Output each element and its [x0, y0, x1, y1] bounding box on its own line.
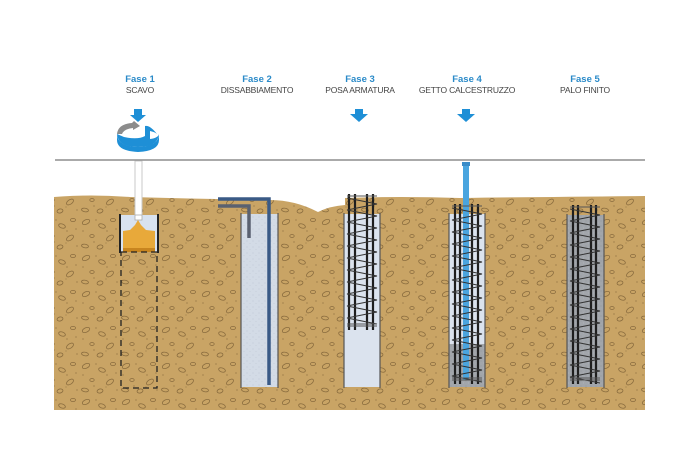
phase-1-header: Fase 1 SCAVO: [70, 74, 210, 96]
bentonite-filled-hole: [241, 214, 278, 387]
rebar-spiral: [451, 207, 483, 383]
rebar-spiral: [346, 197, 378, 325]
phase-2-label: DISSABBIAMENTO: [220, 85, 294, 95]
phase-5-finished-pile: [566, 205, 605, 388]
phase-4-header: Fase 4 GETTO CALCESTRUZZO: [397, 74, 537, 96]
phase-1-title: Fase 1: [125, 74, 155, 85]
phase-4-title: Fase 4: [452, 74, 482, 85]
down-arrow-icon: [457, 109, 475, 122]
phase-4-concrete-pour: [448, 109, 486, 388]
phase-2-desanding: [218, 197, 279, 388]
planned-pile-outline: [120, 251, 158, 389]
phase-2-title: Fase 2: [242, 74, 272, 85]
down-arrow-icon: [350, 109, 368, 122]
phase-5-title: Fase 5: [570, 74, 600, 85]
kelly-bar: [134, 160, 143, 217]
phase-3-rebar-placement: [343, 109, 381, 388]
phase-5-header: Fase 5 PALO FINITO: [515, 74, 655, 96]
phase-3-label: POSA ARMATURA: [325, 85, 395, 95]
phase-3-title: Fase 3: [345, 74, 375, 85]
rotating-drill-arrow-icon: [117, 109, 159, 152]
airlift-pipe: [218, 197, 271, 385]
phase-4-label: GETTO CALCESTRUZZO: [418, 85, 516, 95]
phase-3-header: Fase 3 POSA ARMATURA: [290, 74, 430, 96]
rebar-cage: [346, 194, 378, 330]
phase-1-excavation: [117, 109, 159, 389]
rebar-spiral: [569, 208, 601, 384]
drilling-bucket: [123, 220, 155, 251]
return-pipe: [218, 204, 251, 238]
rebar-cage: [569, 205, 601, 384]
phase-1-label: SCAVO: [125, 85, 155, 95]
rebar-cage: [451, 204, 483, 384]
phase-5-label: PALO FINITO: [560, 85, 610, 95]
phase-2-header: Fase 2 DISSABBIAMENTO: [187, 74, 327, 96]
